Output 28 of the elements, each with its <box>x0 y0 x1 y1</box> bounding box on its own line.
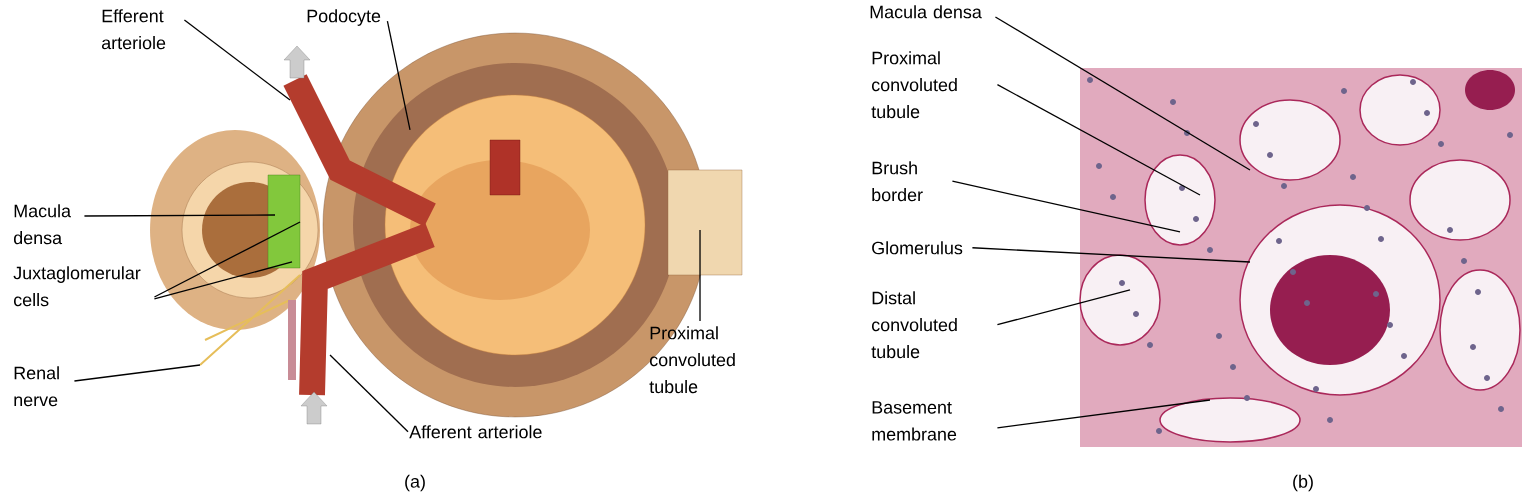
callout-label: Podocyte <box>307 9 381 26</box>
callout-label: Brush border <box>872 161 923 202</box>
callout-label: Proximal convoluted tubule <box>871 51 957 119</box>
leader-line <box>329 354 409 433</box>
leader-line <box>996 84 1201 196</box>
leader-line <box>996 289 1131 326</box>
callout-label: Efferent arteriole <box>102 9 166 50</box>
panel-label: (a) <box>405 474 425 492</box>
callout-label: Glomerulus <box>872 241 963 255</box>
leader-line <box>994 16 1251 171</box>
leader-line <box>951 180 1181 233</box>
callout-label: Juxtaglomerular cells <box>13 266 141 307</box>
panel-label: (b) <box>1293 474 1313 492</box>
leader-line <box>699 229 701 322</box>
callout-label: Macula densa <box>870 5 982 19</box>
leader-line <box>996 399 1211 429</box>
leader-line <box>971 247 1251 263</box>
callout-label: Macula densa <box>13 204 71 245</box>
callout-label: Basement membrane <box>872 401 957 441</box>
leader-line <box>153 261 293 300</box>
callout-label: Afferent arteriole <box>409 425 542 439</box>
leader-line <box>73 364 201 382</box>
leader-line <box>83 214 276 217</box>
callout-label: Distal convoluted tubule <box>871 291 957 359</box>
leader-line <box>153 221 301 298</box>
leader-line <box>183 19 291 101</box>
leader-line <box>386 20 411 131</box>
callout-label: Renal nerve <box>14 366 59 407</box>
